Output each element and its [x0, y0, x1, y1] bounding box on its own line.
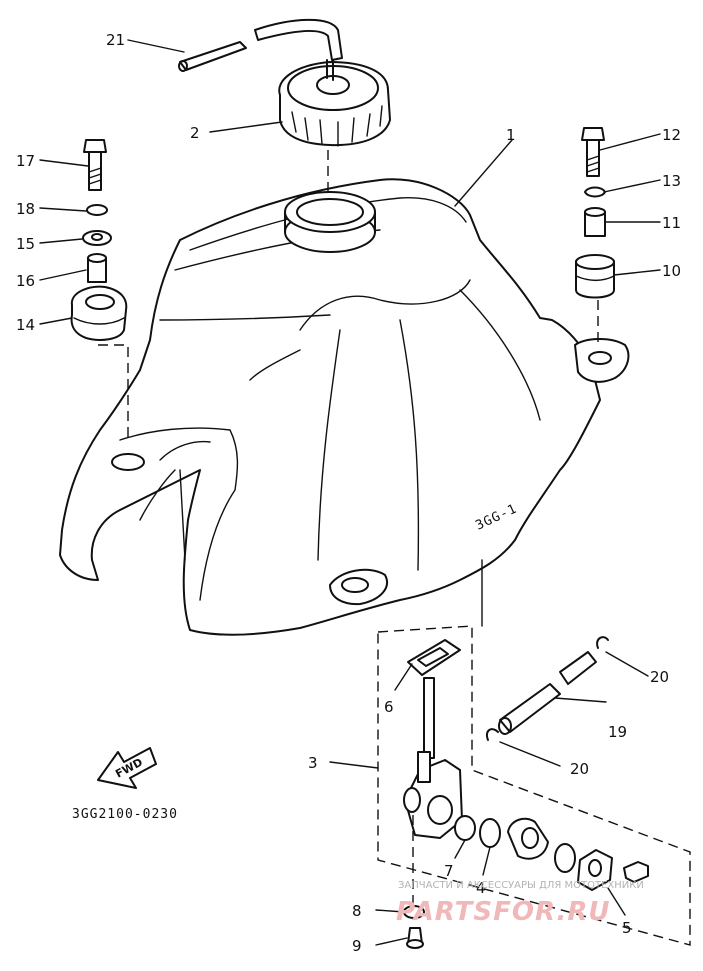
callout-21: 21 — [106, 31, 125, 49]
callout-18: 18 — [16, 200, 35, 218]
callout-5: 5 — [622, 919, 632, 937]
callout-11: 11 — [662, 214, 681, 232]
filler-neck — [284, 191, 376, 253]
callout-labels: 21 2 1 17 18 15 16 14 12 13 11 10 3 6 7 … — [16, 31, 681, 955]
breather-hose — [178, 18, 343, 72]
callout-2: 2 — [190, 124, 200, 142]
leader-lines — [39, 39, 661, 946]
callout-16: 16 — [16, 272, 35, 290]
callout-15: 15 — [16, 235, 35, 253]
callout-10: 10 — [662, 262, 681, 280]
callout-7: 7 — [444, 862, 454, 880]
fuel-tank: 3GG-1 — [59, 178, 630, 636]
callout-3: 3 — [308, 754, 318, 772]
callout-1: 1 — [506, 126, 516, 144]
callout-8: 8 — [352, 902, 362, 920]
right-mount-parts — [575, 127, 615, 345]
callout-13: 13 — [662, 172, 681, 190]
fuel-cap — [278, 59, 391, 200]
watermark-tagline: ЗАПЧАСТИ И АКСЕССУАРЫ ДЛЯ МОТОТЕХНИКИ — [398, 880, 644, 891]
figure-code: 3GG2100-0230 — [72, 807, 178, 822]
watermark-logo: PARTSFOR.RU — [396, 897, 610, 927]
callout-20-lower: 20 — [570, 760, 589, 778]
callout-9: 9 — [352, 937, 362, 955]
callout-19: 19 — [608, 723, 627, 741]
callout-6: 6 — [384, 698, 394, 716]
callout-4: 4 — [476, 879, 486, 897]
callout-20-upper: 20 — [650, 668, 669, 686]
forward-arrow-icon: FWD — [97, 747, 157, 789]
callout-12: 12 — [662, 126, 681, 144]
callout-17: 17 — [16, 152, 35, 170]
fuel-cock-assembly — [377, 625, 691, 949]
fuel-hose-and-clips — [486, 636, 609, 741]
left-mount-parts — [70, 139, 145, 471]
callout-14: 14 — [16, 316, 35, 334]
